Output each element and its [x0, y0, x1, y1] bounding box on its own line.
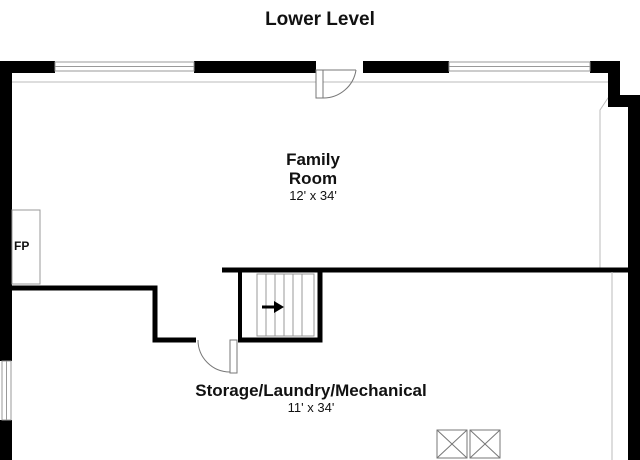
partition-wall	[12, 285, 196, 343]
storage-room-label: Storage/Laundry/Mechanical 11' x 34'	[0, 381, 622, 415]
top-wall-right	[590, 61, 610, 73]
window-left	[1, 360, 12, 421]
fireplace-label: FP	[14, 239, 30, 253]
left-wall-upper	[0, 61, 12, 361]
partition-wall-right	[238, 267, 640, 343]
family-room-dimensions: 12' x 34'	[289, 188, 337, 203]
top-wall-mid-right	[363, 61, 449, 73]
arrow-right-icon	[262, 301, 284, 313]
appliance-left	[436, 429, 468, 459]
storage-room-dimensions: 11' x 34'	[287, 400, 335, 415]
window-top-right	[448, 61, 591, 72]
fireplace	[11, 209, 41, 285]
family-room-name-line1: Family	[286, 150, 340, 169]
door-top	[315, 69, 357, 99]
right-wall-lower	[628, 255, 640, 460]
appliance-right	[469, 429, 501, 459]
right-wall	[628, 95, 640, 255]
staircase	[256, 273, 315, 337]
family-room-name-line2: Room	[288, 169, 338, 188]
family-room-label: Family Room 12' x 34'	[0, 150, 626, 203]
window-top-left	[54, 61, 195, 72]
top-wall-mid-left	[194, 61, 316, 73]
door-lower	[197, 339, 238, 374]
storage-room-name: Storage/Laundry/Mechanical	[195, 381, 427, 400]
plan-title: Lower Level	[265, 9, 375, 30]
left-wall-lower	[0, 420, 12, 460]
top-wall-left	[0, 61, 55, 73]
